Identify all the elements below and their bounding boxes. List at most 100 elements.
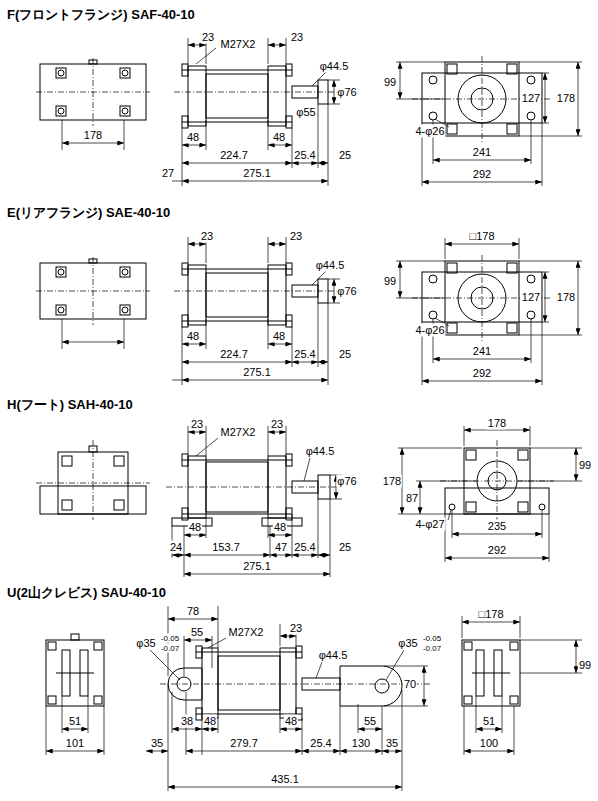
drawing-line bbox=[36, 237, 582, 385]
dimension-value: 275.1 bbox=[242, 167, 272, 180]
dimension-value: 48 bbox=[186, 330, 200, 343]
dimension-value: 99 bbox=[383, 275, 397, 288]
dimension-value: φ44.5 bbox=[318, 649, 349, 662]
dimension-value: 292 bbox=[472, 367, 492, 380]
dimension-value: 99 bbox=[578, 459, 592, 472]
dimension-value: 48 bbox=[188, 521, 202, 534]
dimension-value: 275.1 bbox=[242, 366, 272, 379]
dimension-value: 25.4 bbox=[293, 541, 316, 554]
part-outline bbox=[518, 450, 528, 460]
foot-type bbox=[36, 426, 582, 577]
part-outline bbox=[466, 450, 476, 460]
dimension-line bbox=[172, 729, 202, 730]
dimension-value: 435.1 bbox=[270, 773, 300, 786]
dimension-value: 55 bbox=[363, 715, 377, 728]
dimension-value: 224.7 bbox=[219, 149, 249, 162]
dimension-value: φ76 bbox=[336, 86, 357, 99]
part-outline bbox=[94, 642, 102, 650]
dimension-value: 100 bbox=[479, 737, 499, 750]
extension-line bbox=[208, 638, 226, 648]
dimension-value: 4-φ26 bbox=[414, 324, 445, 337]
tolerance-value: -0.05 bbox=[160, 634, 180, 643]
part-outline bbox=[510, 696, 518, 704]
dimension-line bbox=[424, 666, 425, 706]
part-outline bbox=[114, 456, 124, 466]
dimension-value: M27X2 bbox=[220, 426, 257, 439]
dimension-line bbox=[268, 432, 286, 433]
dimension-line bbox=[184, 640, 212, 641]
dimension-value: φ55 bbox=[295, 106, 316, 119]
part-outline bbox=[462, 640, 520, 706]
part-outline bbox=[196, 708, 202, 720]
section-heading: H(フート) SAH-40-10 bbox=[6, 397, 134, 412]
extension-line bbox=[304, 458, 310, 481]
dimension-value: 23 bbox=[290, 31, 304, 44]
dimension-value: 178 bbox=[487, 417, 507, 430]
dimension-value: 70 bbox=[403, 678, 417, 691]
part-outline bbox=[71, 634, 79, 640]
part-outline bbox=[94, 696, 102, 704]
extension-line bbox=[445, 514, 549, 562]
dimension-line bbox=[184, 535, 206, 536]
part-outline bbox=[296, 646, 302, 658]
dimension-value: 23 bbox=[200, 230, 214, 243]
drawing-line bbox=[472, 673, 510, 674]
extension-line bbox=[520, 640, 582, 673]
center-line bbox=[160, 684, 430, 685]
extension-line bbox=[196, 48, 216, 64]
center-line bbox=[440, 440, 554, 520]
rear-flange-type bbox=[36, 237, 582, 385]
dimension-value: 127 bbox=[521, 92, 541, 105]
part-outline bbox=[48, 696, 56, 704]
dimension-value: 178 bbox=[556, 92, 576, 105]
dimension-line bbox=[270, 555, 292, 556]
dimension-line bbox=[168, 787, 402, 788]
section-heading: U(2山クレビス) SAU-40-10 bbox=[6, 585, 167, 600]
extension-line bbox=[150, 650, 180, 680]
extension-line bbox=[188, 426, 286, 456]
extension-line bbox=[168, 684, 402, 791]
dimension-value: 25 bbox=[338, 348, 352, 361]
drawing-line bbox=[56, 673, 94, 674]
dimension-line bbox=[382, 751, 402, 752]
hole-outline bbox=[375, 679, 389, 693]
extension-line bbox=[196, 438, 218, 456]
dimension-line bbox=[452, 534, 542, 535]
dimension-value: 178 bbox=[556, 291, 576, 304]
dimension-value: φ76 bbox=[336, 475, 357, 488]
dimension-value: 25 bbox=[338, 541, 352, 554]
dimension-line bbox=[476, 729, 502, 730]
extension-line bbox=[448, 510, 451, 520]
dimension-line bbox=[268, 535, 292, 536]
dimension-line bbox=[172, 555, 184, 556]
part-outline bbox=[464, 696, 472, 704]
dimension-value: 87 bbox=[405, 492, 419, 505]
dimension-value: 241 bbox=[472, 345, 492, 358]
dimension-value: 101 bbox=[65, 737, 85, 750]
dimension-line bbox=[420, 481, 421, 514]
dimension-value: 24 bbox=[169, 541, 183, 554]
extension-line bbox=[518, 448, 582, 481]
dimension-line bbox=[46, 751, 104, 752]
part-outline bbox=[46, 640, 104, 706]
dimension-line bbox=[462, 622, 520, 623]
dimension-value: 130 bbox=[351, 737, 371, 750]
dimension-value: 48 bbox=[272, 131, 286, 144]
dimension-value: 99 bbox=[383, 76, 397, 89]
dimension-value: 99 bbox=[578, 659, 592, 672]
dimension-line bbox=[464, 430, 530, 431]
dimension-line bbox=[318, 555, 330, 556]
part-outline bbox=[202, 648, 218, 718]
part-outline bbox=[286, 454, 292, 466]
dimension-value: 23 bbox=[190, 418, 204, 431]
part-outline bbox=[114, 500, 124, 510]
extension-line bbox=[184, 636, 212, 676]
extension-line bbox=[416, 481, 476, 482]
part-outline bbox=[62, 456, 72, 466]
front-flange-type bbox=[36, 38, 582, 186]
extension-line bbox=[386, 650, 404, 680]
dimension-value: 48 bbox=[284, 715, 298, 728]
dimension-line bbox=[445, 244, 519, 245]
dimension-value: 4-φ26 bbox=[414, 125, 445, 138]
